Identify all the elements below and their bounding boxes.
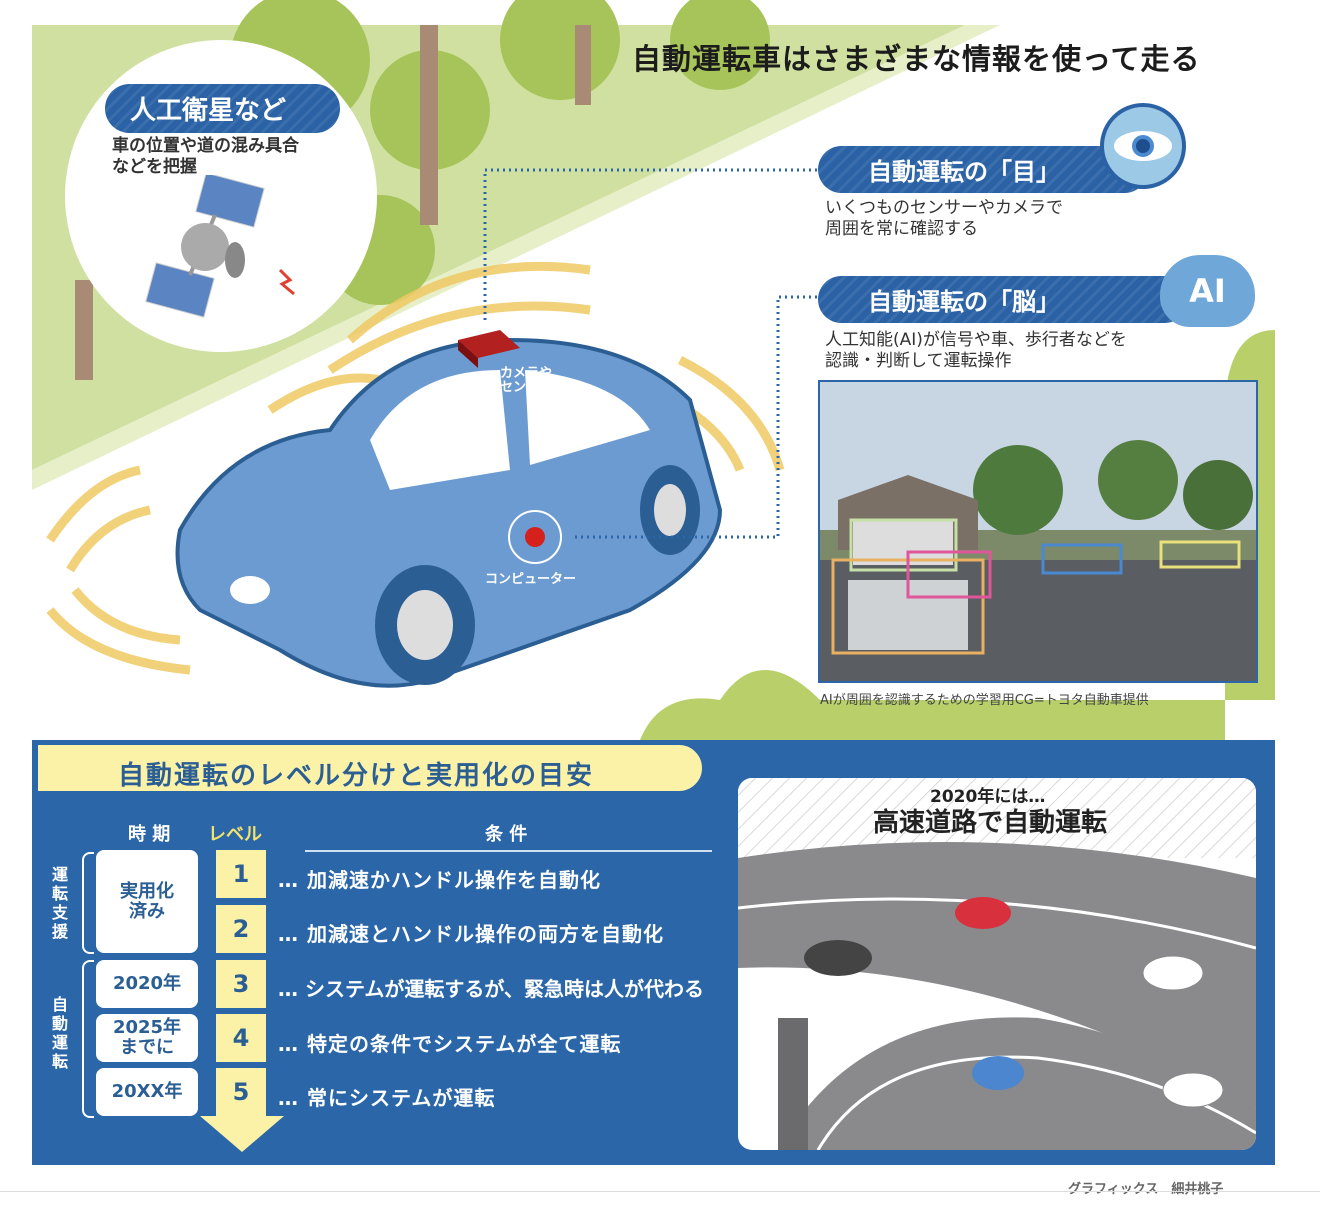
brain-label: 自動運転の「脳」	[818, 276, 1188, 323]
eye-desc: いくつものセンサーやカメラで周囲を常に確認する	[825, 198, 1063, 239]
graphics-credit: グラフィックス 細井桃子	[1068, 1182, 1224, 1197]
header-period: 時 期	[128, 824, 171, 845]
car-illustration	[46, 261, 785, 688]
eye-label: 自動運転の「目」	[818, 146, 1148, 193]
satellite-label: 人工衛星など	[105, 84, 340, 133]
period-20xx: 20XX年	[96, 1068, 198, 1116]
header-condition: 条 件	[485, 824, 528, 845]
bottom-rule	[0, 1191, 1320, 1192]
level-arrow-icon	[200, 1116, 284, 1152]
level-3: 3	[216, 960, 266, 1008]
period-2025: 2025年までに	[96, 1014, 198, 1062]
connector-lines	[483, 168, 820, 539]
ai-recognition-photo	[818, 380, 1258, 683]
condition-5: … 常にシステムが運転	[278, 1086, 496, 1110]
period-2020: 2020年	[96, 960, 198, 1008]
bracket-1	[82, 852, 94, 954]
condition-1: … 加減速かハンドル操作を自動化	[278, 868, 601, 892]
eye-icon	[1100, 103, 1186, 189]
group-driver-assist: 運転支援	[51, 865, 68, 941]
satellite-desc: 車の位置や道の混み具合などを把握	[112, 136, 299, 177]
highway-illustration	[738, 778, 1256, 1150]
computer-label: コンピューター	[485, 572, 577, 587]
sensor-label: カメラやセンサー	[500, 366, 553, 395]
condition-3: … システムが運転するが、緊急時は人が代わる	[278, 977, 704, 1001]
level-5: 5	[216, 1068, 266, 1116]
levels-title: 自動運転のレベル分けと実用化の目安	[35, 742, 705, 794]
ai-brain-icon: AI	[1160, 255, 1255, 327]
group-autonomous: 自動運転	[51, 995, 68, 1071]
level-4: 4	[216, 1014, 266, 1062]
level-2: 2	[216, 905, 266, 953]
header-divider	[305, 850, 712, 852]
condition-4: … 特定の条件でシステムが全て運転	[278, 1032, 622, 1056]
level-1: 1	[216, 850, 266, 898]
highway-subtitle: 2020年には…	[930, 787, 1046, 807]
period-practical: 実用化済み	[96, 850, 198, 953]
highway-box	[738, 778, 1256, 1150]
satellite-icon	[145, 175, 295, 318]
brain-desc: 人工知能(AI)が信号や車、歩行者などを認識・判断して運転操作	[825, 330, 1127, 371]
page-title: 自動運転車はさまざまな情報を使って走る	[632, 42, 1201, 76]
photo-caption: AIが周囲を認識するための学習用CG=トヨタ自動車提供	[820, 693, 1149, 708]
header-level: レベル	[208, 824, 262, 845]
condition-2: … 加減速とハンドル操作の両方を自動化	[278, 922, 664, 946]
bracket-2	[82, 960, 94, 1118]
highway-title: 高速道路で自動運転	[873, 808, 1108, 838]
